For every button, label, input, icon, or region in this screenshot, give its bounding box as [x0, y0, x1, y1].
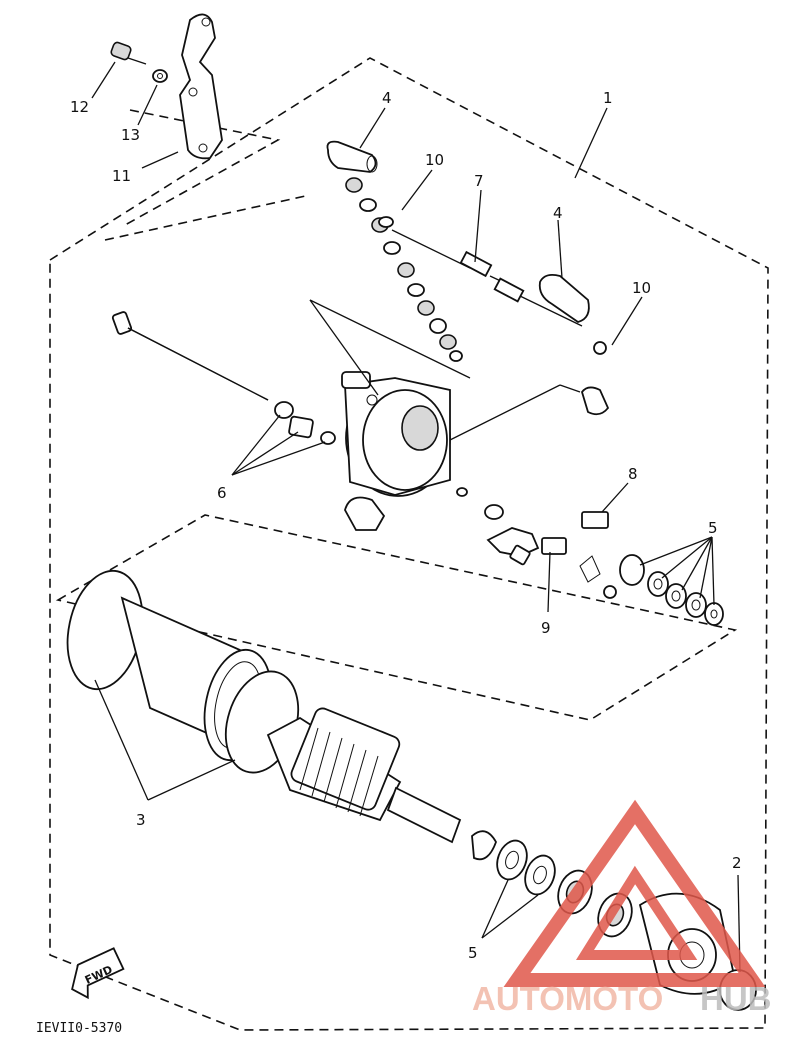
callout-11: 11	[112, 167, 131, 185]
yoke-part	[66, 569, 300, 774]
callout-13: 13	[121, 126, 140, 144]
terminal-boot-lower	[538, 273, 590, 323]
brush-group-boundary	[104, 194, 311, 241]
bracket-boundary	[124, 109, 281, 226]
washer-part	[152, 69, 168, 83]
watermark-text-a: AUTOMOTO	[472, 980, 663, 1017]
assembly-boundary	[49, 57, 769, 1031]
callout-1: 1	[603, 89, 613, 107]
through-bolt-part	[111, 311, 269, 401]
callout-4-upper: 4	[382, 89, 392, 107]
callout-2: 2	[732, 854, 742, 872]
fwd-arrow-icon: FWD	[71, 947, 125, 1000]
armature-part	[266, 707, 462, 844]
callout-10-upper: 10	[425, 151, 444, 169]
leader-lines	[91, 61, 741, 973]
callout-6: 6	[217, 484, 227, 502]
callout-5-right: 5	[708, 519, 718, 537]
callout-12: 12	[70, 98, 89, 116]
callout-8: 8	[628, 465, 638, 483]
callout-7: 7	[474, 172, 484, 190]
washer-row-part	[619, 554, 724, 626]
diagram-code: IEVII0-5370	[36, 1021, 122, 1036]
callout-3: 3	[136, 811, 146, 829]
callout-10-lower: 10	[632, 279, 651, 297]
nut-washer-column	[345, 177, 463, 362]
automotohub-watermark-logo: AUTOMOTO HUB	[472, 799, 772, 1017]
small-parts-group	[274, 386, 617, 599]
bolt-part	[110, 41, 147, 65]
watermark-text-b: HUB	[700, 980, 772, 1017]
yoke-group-boundary	[55, 514, 738, 721]
end-cover-part	[341, 371, 451, 497]
callout-5-lower: 5	[468, 944, 478, 962]
callout-9: 9	[541, 619, 551, 637]
terminal-boot-upper	[326, 140, 378, 173]
terminal-rod-part	[378, 216, 607, 355]
callout-4-lower: 4	[553, 204, 563, 222]
bracket-part	[179, 13, 223, 160]
